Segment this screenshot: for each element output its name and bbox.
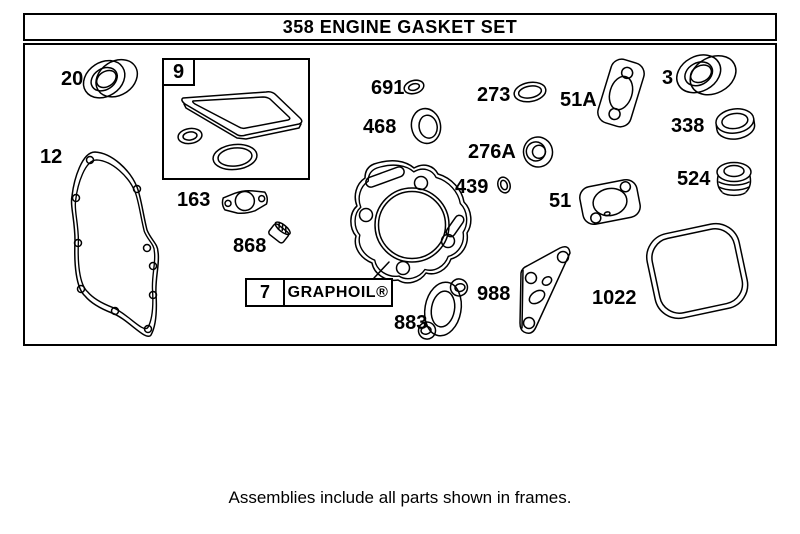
part-label-883: 883 (394, 312, 428, 334)
gasket-883-art (417, 278, 469, 340)
cup-plug-868-art (268, 221, 291, 244)
part-label-20: 20 (61, 68, 84, 90)
part-label-868: 868 (233, 235, 267, 257)
assembly-frame-7: 7 GRAPHOIL® (245, 278, 393, 307)
part-label-51: 51 (549, 190, 572, 212)
footer-note: Assemblies include all parts shown in fr… (228, 488, 572, 507)
seal-691-art (403, 79, 425, 95)
frame-9-label: 9 (172, 60, 185, 83)
graphoil-brand-text: GRAPHOIL® (287, 283, 389, 301)
o-ring-273-art (513, 81, 547, 103)
part-label-338: 338 (671, 115, 705, 137)
exhaust-gasket-51a-art (597, 58, 645, 128)
part-label-3: 3 (662, 67, 674, 89)
seal-468-art (410, 107, 442, 145)
carb-gasket-51-art (579, 178, 641, 226)
plug-524-art (716, 161, 752, 197)
part-label-1022: 1022 (592, 287, 637, 309)
seal-276a-art (522, 136, 554, 168)
part-label-524: 524 (677, 168, 711, 190)
oil-seal-20-art (82, 58, 139, 99)
plate-988-art (519, 246, 571, 334)
part-label-51a: 51A (560, 89, 597, 111)
part-label-691: 691 (371, 77, 405, 99)
part-label-163: 163 (177, 189, 211, 211)
frame-9-tag: 9 (162, 58, 195, 86)
part-label-273: 273 (477, 84, 511, 106)
diagram-title: 358 ENGINE GASKET SET (282, 16, 518, 37)
part-label-439: 439 (455, 176, 489, 198)
part-label-276a: 276A (468, 141, 516, 163)
assembly-frame-9: 9 (162, 58, 310, 180)
o-ring-439-art (497, 176, 511, 194)
bowl-gasket-1022-art (646, 222, 749, 320)
part-label-12: 12 (40, 146, 63, 168)
part-label-988: 988 (477, 283, 511, 305)
diagram-title-bar: 358 ENGINE GASKET SET (23, 13, 777, 41)
oil-seal-3-art (676, 54, 737, 96)
frame-7-tag: 7 (247, 280, 285, 305)
intake-gasket-163-art (221, 189, 269, 215)
frame-7-label: 7 (259, 282, 270, 302)
valve-cover-gasket-art (177, 91, 303, 171)
seal-338-art (715, 108, 756, 140)
head-gasket-art (350, 160, 472, 284)
part-label-468: 468 (363, 116, 397, 138)
crankcase-gasket-12-art (70, 151, 160, 338)
diagram-area (23, 43, 777, 346)
